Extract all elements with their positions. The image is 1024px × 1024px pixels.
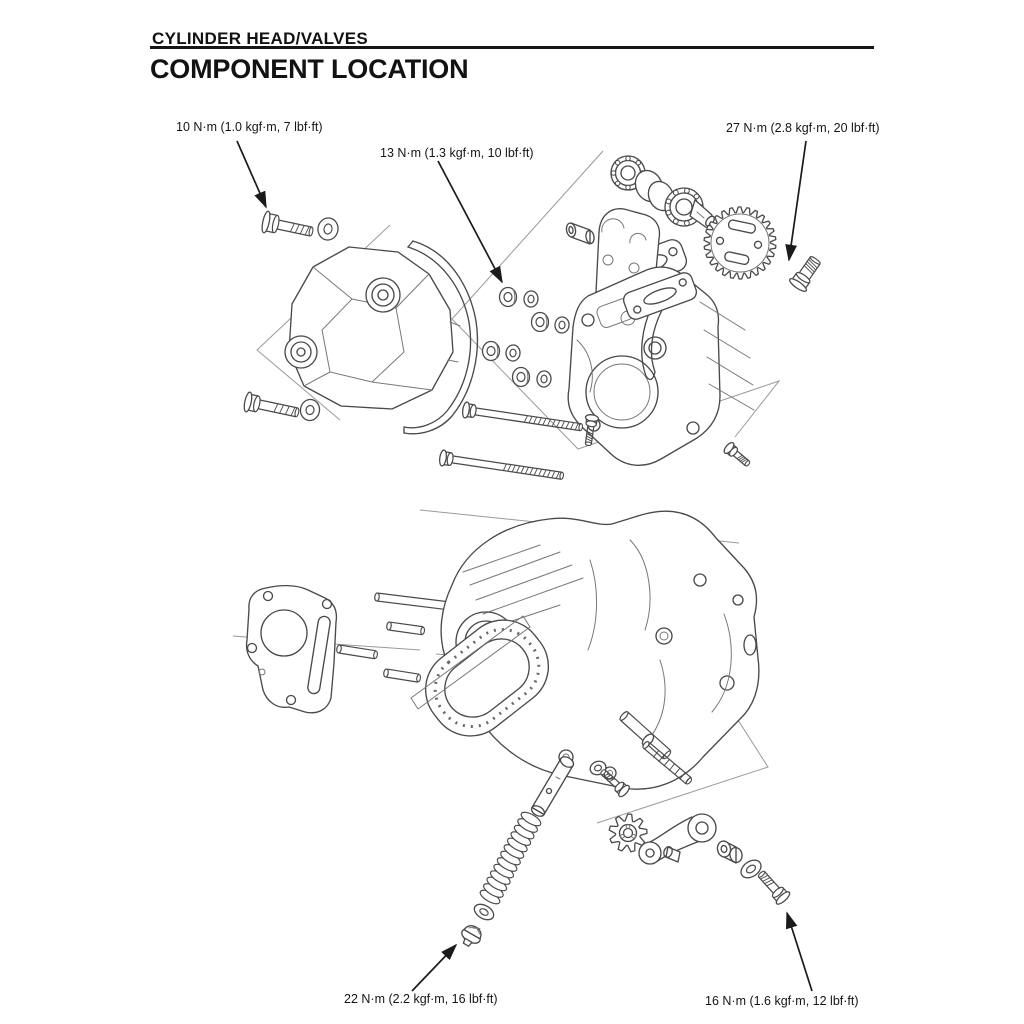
torque-label-27nm: 27 N·m (2.8 kgf·m, 20 lbf·ft) [726, 121, 880, 135]
cylinder-head-cover [284, 246, 461, 410]
head-cover-gasket [403, 240, 479, 435]
tensioner-spring [479, 811, 542, 905]
leader-arrow-16nm [786, 911, 813, 992]
cover-bolt-seal-washer-2 [299, 398, 321, 422]
cover-bolt-seal-washer-1 [317, 217, 339, 241]
tensioner-sprocket [608, 813, 648, 853]
cap-nut-3 [481, 340, 501, 362]
cover-bolt-1 [261, 210, 314, 237]
cap-nut-2 [530, 311, 550, 333]
crankcase [410, 510, 760, 790]
head-side-bolt-1 [584, 414, 600, 447]
torque-label-16nm: 16 N·m (1.6 kgf·m, 12 lbf·ft) [705, 994, 859, 1008]
tensioner-bolt-washer [740, 859, 762, 879]
leader-arrows [236, 140, 813, 992]
tensioner-collar [716, 840, 743, 864]
leader-arrow-13nm [437, 160, 503, 284]
cylinder-head [567, 208, 755, 466]
tensioner-pivot-bolt [757, 870, 791, 905]
head-side-bolt-2 [723, 441, 751, 467]
cylinder-stud-bolt-2 [438, 449, 564, 480]
torque-label-22nm: 22 N·m (2.2 kgf·m, 16 lbf·ft) [344, 992, 498, 1006]
tensioner-push-rod [530, 756, 575, 817]
cylinder-head-gasket [245, 584, 338, 714]
camshaft [610, 155, 715, 229]
section-title: CYLINDER HEAD/VALVES [152, 29, 369, 48]
page-title: COMPONENT LOCATION [150, 54, 469, 84]
cam-sprocket [703, 206, 777, 280]
nut-washer-2 [554, 316, 570, 334]
tensioner-spring-washer [473, 903, 495, 921]
torque-label-13nm: 13 N·m (1.3 kgf·m, 10 lbf·ft) [380, 146, 534, 160]
cap-nut-1 [498, 286, 518, 308]
nut-washer-1 [523, 290, 539, 308]
nut-washer-3 [505, 344, 521, 362]
intake-flange [622, 272, 698, 320]
leader-arrow-22nm [411, 943, 458, 992]
header-rule [150, 46, 874, 49]
cylinder-stud-bolt-1 [461, 401, 584, 432]
tensioner-arm [638, 813, 717, 865]
case-bolt [600, 769, 630, 798]
torque-label-10nm: 10 N·m (1.0 kgf·m, 7 lbf·ft) [176, 120, 323, 134]
cam-chain-guide [424, 619, 550, 737]
dowel-pin [565, 222, 595, 245]
nut-washer-4 [536, 370, 552, 388]
cover-bolt-2 [243, 391, 300, 418]
cap-nut-4 [511, 366, 531, 388]
cam-sprocket-bolt [788, 256, 821, 292]
leader-arrow-27nm [785, 140, 807, 262]
leader-arrow-10nm [236, 140, 267, 209]
tensioner-sealing-plug [461, 925, 482, 947]
